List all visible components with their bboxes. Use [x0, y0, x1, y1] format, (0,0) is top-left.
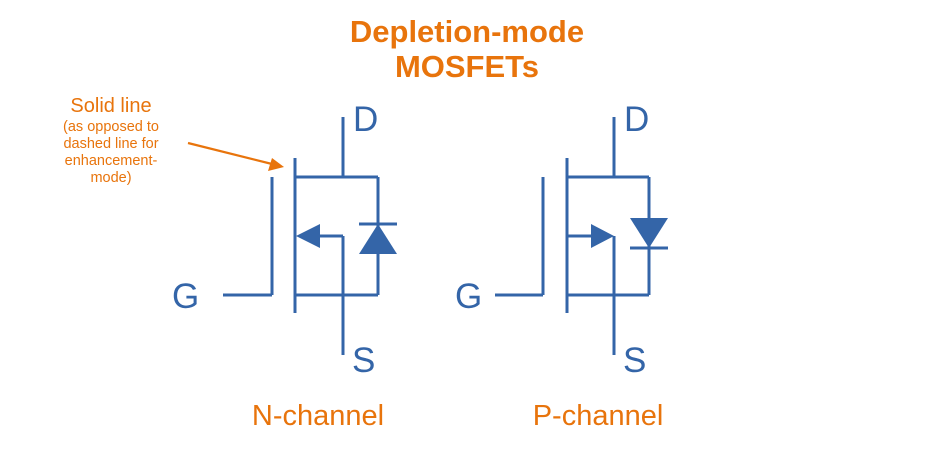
- annotation: Solid line (as opposed to dashed line fo…: [63, 95, 284, 186]
- drain-label: D: [624, 100, 649, 139]
- source-label: S: [623, 341, 646, 380]
- annotation-line: mode): [90, 170, 131, 186]
- p-channel-mosfet-symbol: [495, 117, 668, 355]
- gate-label: G: [172, 277, 199, 316]
- drain-label: D: [353, 100, 378, 139]
- body-arrow-icon: [591, 224, 614, 248]
- arrow-right-down-icon: [187, 141, 284, 171]
- diode-triangle-icon: [359, 224, 397, 254]
- p-channel-caption: P-channel: [533, 400, 664, 432]
- n-channel-mosfet-symbol: [223, 117, 397, 355]
- title-line-2: MOSFETs: [395, 49, 539, 84]
- source-label: S: [352, 341, 375, 380]
- diode-triangle-icon: [630, 218, 668, 248]
- gate-label: G: [455, 277, 482, 316]
- annotation-heading: Solid line: [70, 95, 151, 117]
- n-channel-caption: N-channel: [252, 400, 384, 432]
- annotation-line: (as opposed to: [63, 119, 159, 135]
- annotation-line: dashed line for: [63, 136, 158, 152]
- annotation-line: enhancement-: [65, 153, 158, 169]
- title-line-1: Depletion-mode: [350, 14, 584, 49]
- body-arrow-icon: [296, 224, 320, 248]
